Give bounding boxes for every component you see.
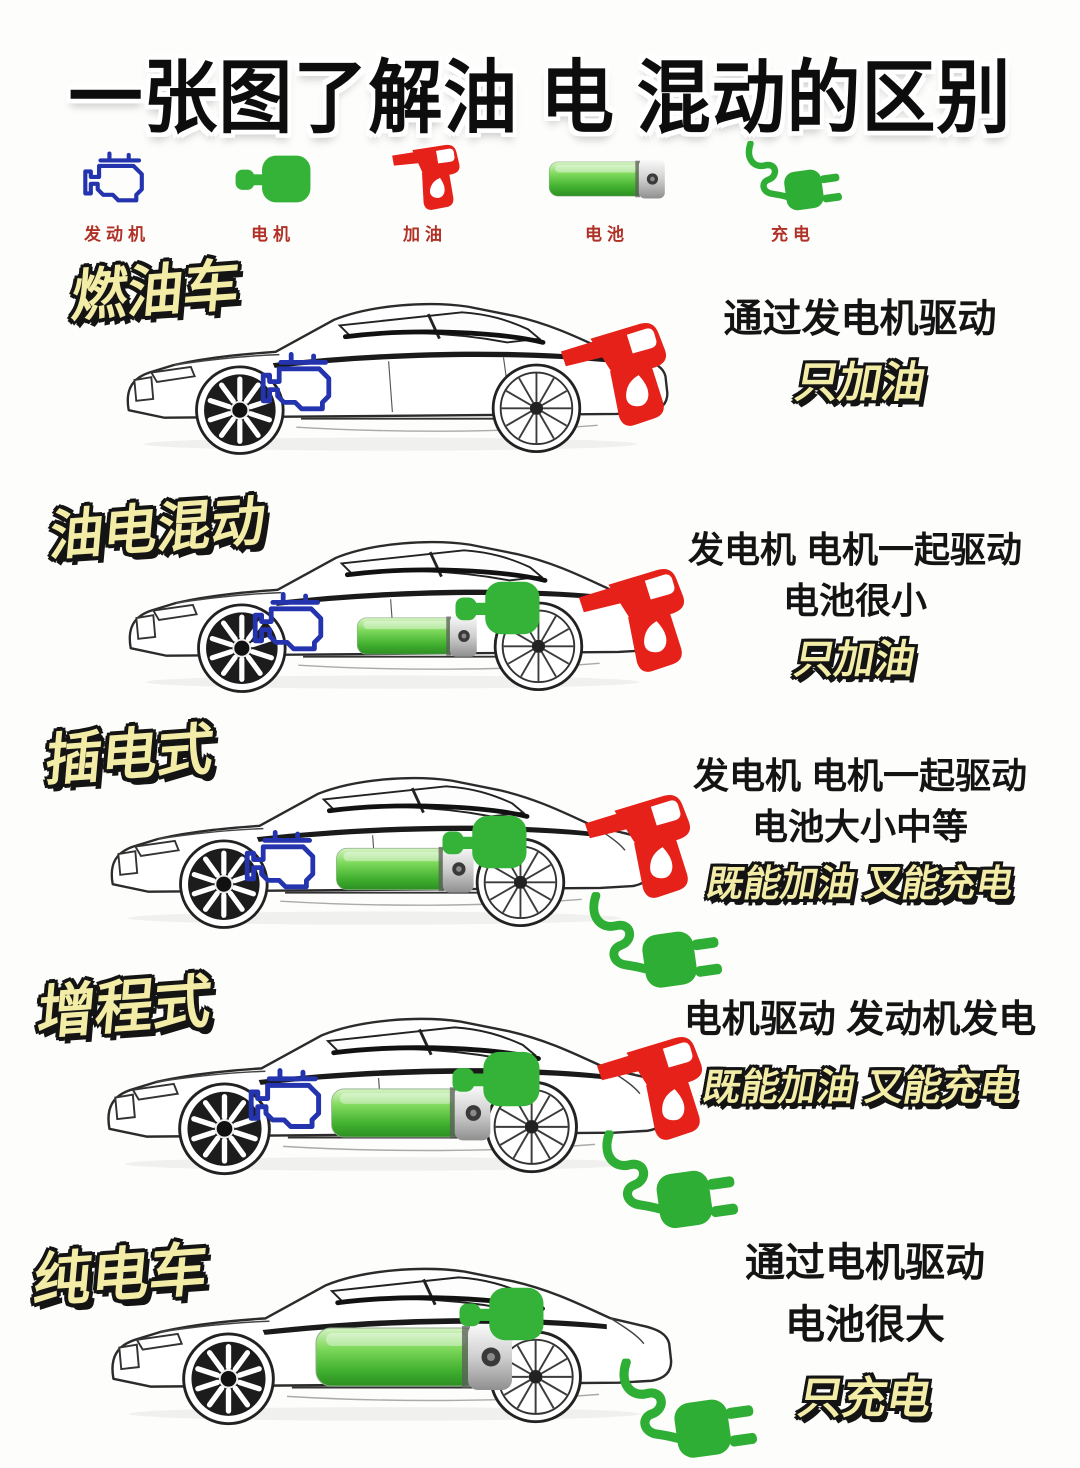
legend-label: 电池 [585,225,629,244]
car-illustration [110,508,675,698]
plug-icon [708,148,878,210]
motor-icon [437,814,532,870]
description-highlight: 既能加油 又能充电 [703,863,1017,905]
legend-label: 充电 [771,225,815,244]
description-line: 电池很小 [782,580,927,622]
section-fuel-car: 燃油车 通过发电机驱动 只加油 [0,240,1080,468]
description-line: 通过电机驱动 [745,1241,985,1285]
section-description: 发电机 电机一起驱动 电池大小中等 既能加油 又能充电 [640,750,1080,910]
section-range-extender: 增程式 电机驱动 发动机发电 既能加油 又能充电 [0,948,1080,1208]
legend-item-engine: 发动机 [32,148,202,245]
legend-label: 电机 [251,225,295,244]
description-line: 通过发电机驱动 [723,298,997,341]
section-hybrid: 油电混动 发电机 电机一起驱动 电池很小 只加油 [0,468,1080,700]
description-highlight: 既能加油 又能充电 [699,1066,1022,1109]
description-highlight: 只加油 [791,359,929,408]
description-line: 电机驱动 发动机发电 [683,999,1037,1041]
section-description: 发电机 电机一起驱动 电池很小 只加油 [640,524,1070,688]
motor-icon [188,148,358,210]
section-description: 通过电机驱动 电池很大 只充电 [665,1232,1065,1430]
motor-icon [454,1286,549,1342]
engine-icon [242,826,326,898]
description-line: 发电机 电机一起驱动 [692,755,1027,796]
engine-icon [258,348,342,420]
description-highlight: 只充电 [794,1374,936,1423]
description-highlight: 只加油 [791,638,919,683]
description-line: 发电机 电机一起驱动 [687,529,1022,570]
car-illustration [92,744,657,934]
engine-icon [246,1064,332,1138]
legend-item-charge: 充电 [708,148,878,245]
legend-label: 加油 [403,225,447,244]
section-plugin: 插电式 发电机 电机一起驱动 电池大小中等 既能加油 又能充电 [0,700,1080,948]
legend-item-refuel: 加油 [340,148,510,245]
motor-icon [450,580,545,636]
engine-icon [250,588,334,660]
car-illustration [108,270,673,460]
engine-icon [32,148,202,210]
description-line: 电池大小中等 [751,806,968,848]
car-illustration [88,984,673,1180]
section-pure-electric: 纯电车 通过电机驱动 电池很大 只充电 [0,1208,1080,1444]
motor-icon [446,1050,546,1108]
description-line: 电池很大 [785,1303,945,1347]
car-illustration [92,1232,677,1432]
battery-icon [522,148,692,210]
legend-label: 发动机 [84,225,150,244]
section-description: 电机驱动 发动机发电 既能加油 又能充电 [645,994,1075,1115]
section-description: 通过发电机驱动 只加油 [650,292,1070,414]
page-title: 一张图了解油 电 混动的区别 [68,53,1012,143]
legend-item-motor: 电机 [188,148,358,245]
nozzle-icon [340,148,510,210]
legend-item-battery: 电池 [522,148,692,245]
